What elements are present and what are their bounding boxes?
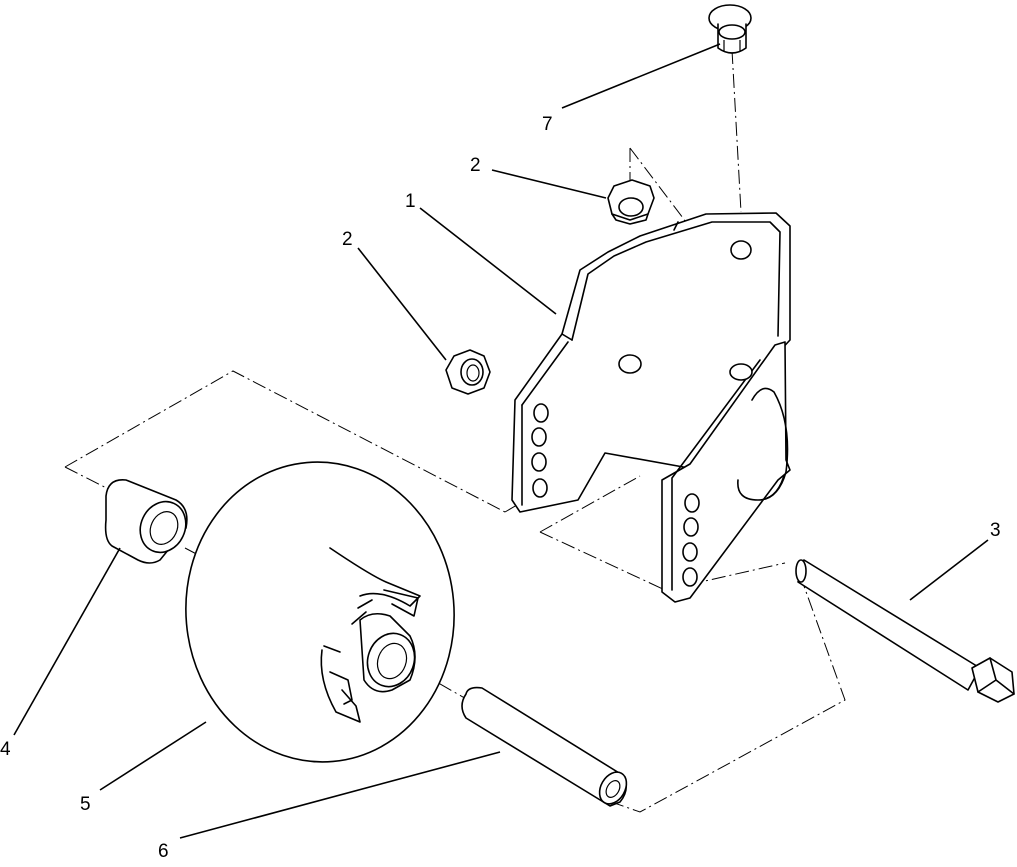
caster-bracket <box>511 212 791 603</box>
leader-6 <box>179 751 501 839</box>
spacer-tube <box>461 686 628 807</box>
callout-1: 1 <box>405 191 416 212</box>
leader-lines <box>13 43 989 839</box>
caster-wheel <box>185 461 455 763</box>
leader-3 <box>909 539 989 601</box>
callout-5: 5 <box>80 794 91 815</box>
callout-labels: 7 2 1 2 3 4 5 6 <box>0 114 1001 862</box>
spacer-bushing <box>104 479 188 564</box>
callout-6: 6 <box>158 841 169 862</box>
leader-1 <box>419 207 557 315</box>
callout-2-left: 2 <box>342 229 353 250</box>
leader-5 <box>99 721 207 791</box>
callout-2-upper: 2 <box>470 155 481 176</box>
flange-nut-left <box>445 349 491 395</box>
callout-3: 3 <box>990 520 1001 541</box>
callout-4: 4 <box>0 739 11 760</box>
lower-axle-plane <box>539 475 846 813</box>
carriage-bolt <box>708 4 752 54</box>
leader-2a <box>491 169 607 199</box>
leader-7 <box>561 43 721 109</box>
bolt-axis-line <box>731 49 742 213</box>
leader-2b <box>357 247 447 361</box>
callout-7: 7 <box>542 114 553 135</box>
flange-nut-upper <box>607 179 655 225</box>
leader-4 <box>13 547 121 736</box>
axle-bolt <box>795 559 1015 703</box>
